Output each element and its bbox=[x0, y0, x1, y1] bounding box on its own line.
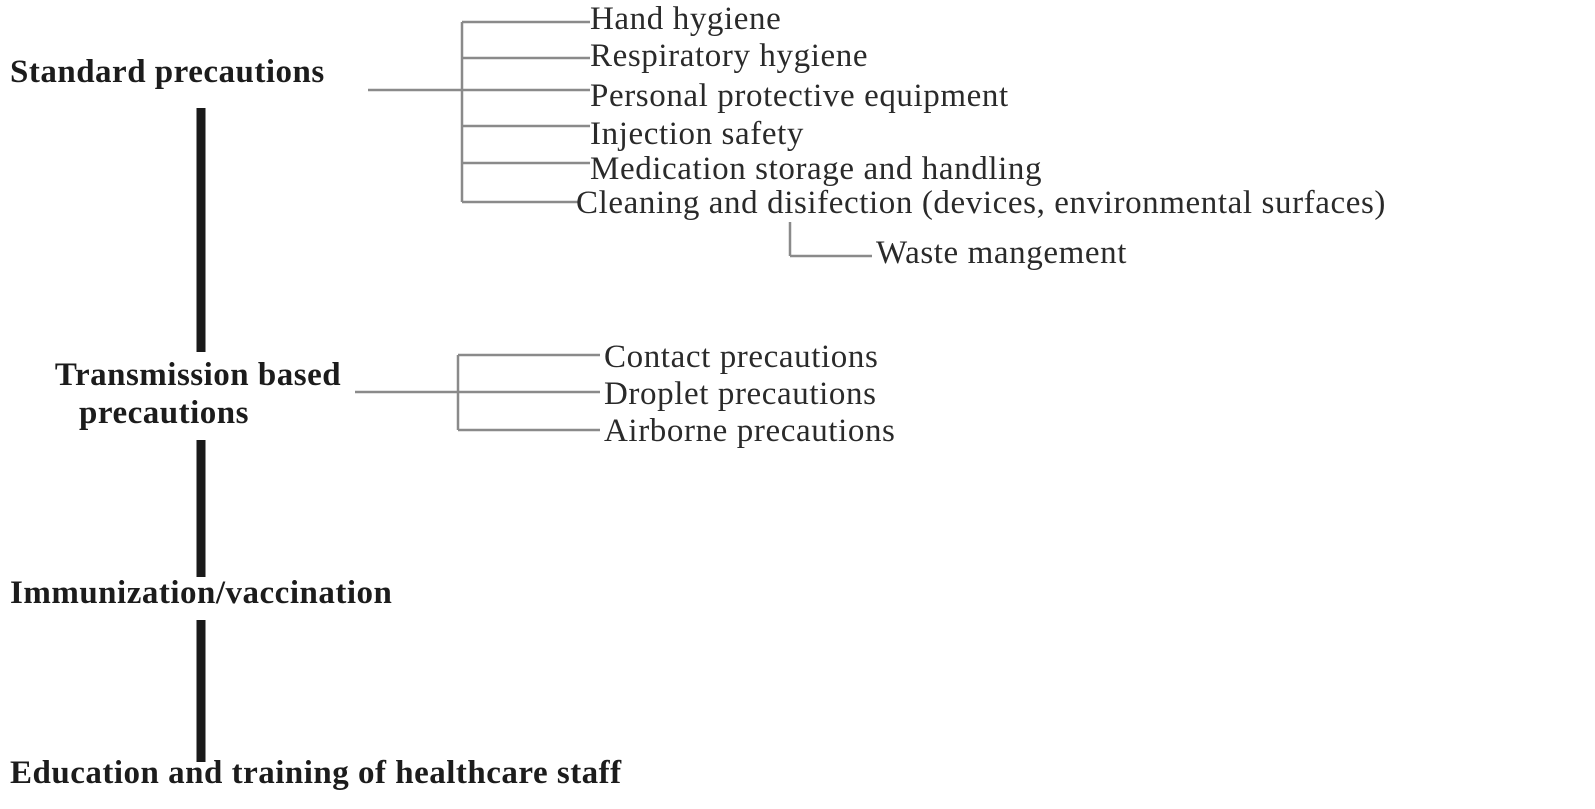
standard-item-medication-storage: Medication storage and handling bbox=[590, 151, 1043, 187]
node-education-training: Education and training of healthcare sta… bbox=[10, 755, 622, 791]
standard-item-respiratory-hygiene: Respiratory hygiene bbox=[590, 38, 869, 74]
standard-item-hand-hygiene: Hand hygiene bbox=[590, 1, 782, 37]
transmission-item-contact: Contact precautions bbox=[604, 339, 879, 375]
transmission-item-droplet: Droplet precautions bbox=[604, 376, 877, 412]
standard-item-cleaning-disinfection: Cleaning and disifection (devices, envir… bbox=[576, 185, 1387, 221]
node-standard-precautions: Standard precautions bbox=[10, 54, 325, 90]
node-immunization: Immunization/vaccination bbox=[10, 575, 393, 611]
transmission-item-airborne: Airborne precautions bbox=[604, 413, 896, 449]
node-transmission-based-line2: precautions bbox=[79, 395, 249, 431]
cleaning-sub-item-waste: Waste mangement bbox=[876, 235, 1128, 271]
standard-item-injection-safety: Injection safety bbox=[590, 116, 804, 152]
node-transmission-based-line1: Transmission based bbox=[54, 357, 342, 393]
standard-item-ppe: Personal protective equipment bbox=[590, 78, 1009, 114]
